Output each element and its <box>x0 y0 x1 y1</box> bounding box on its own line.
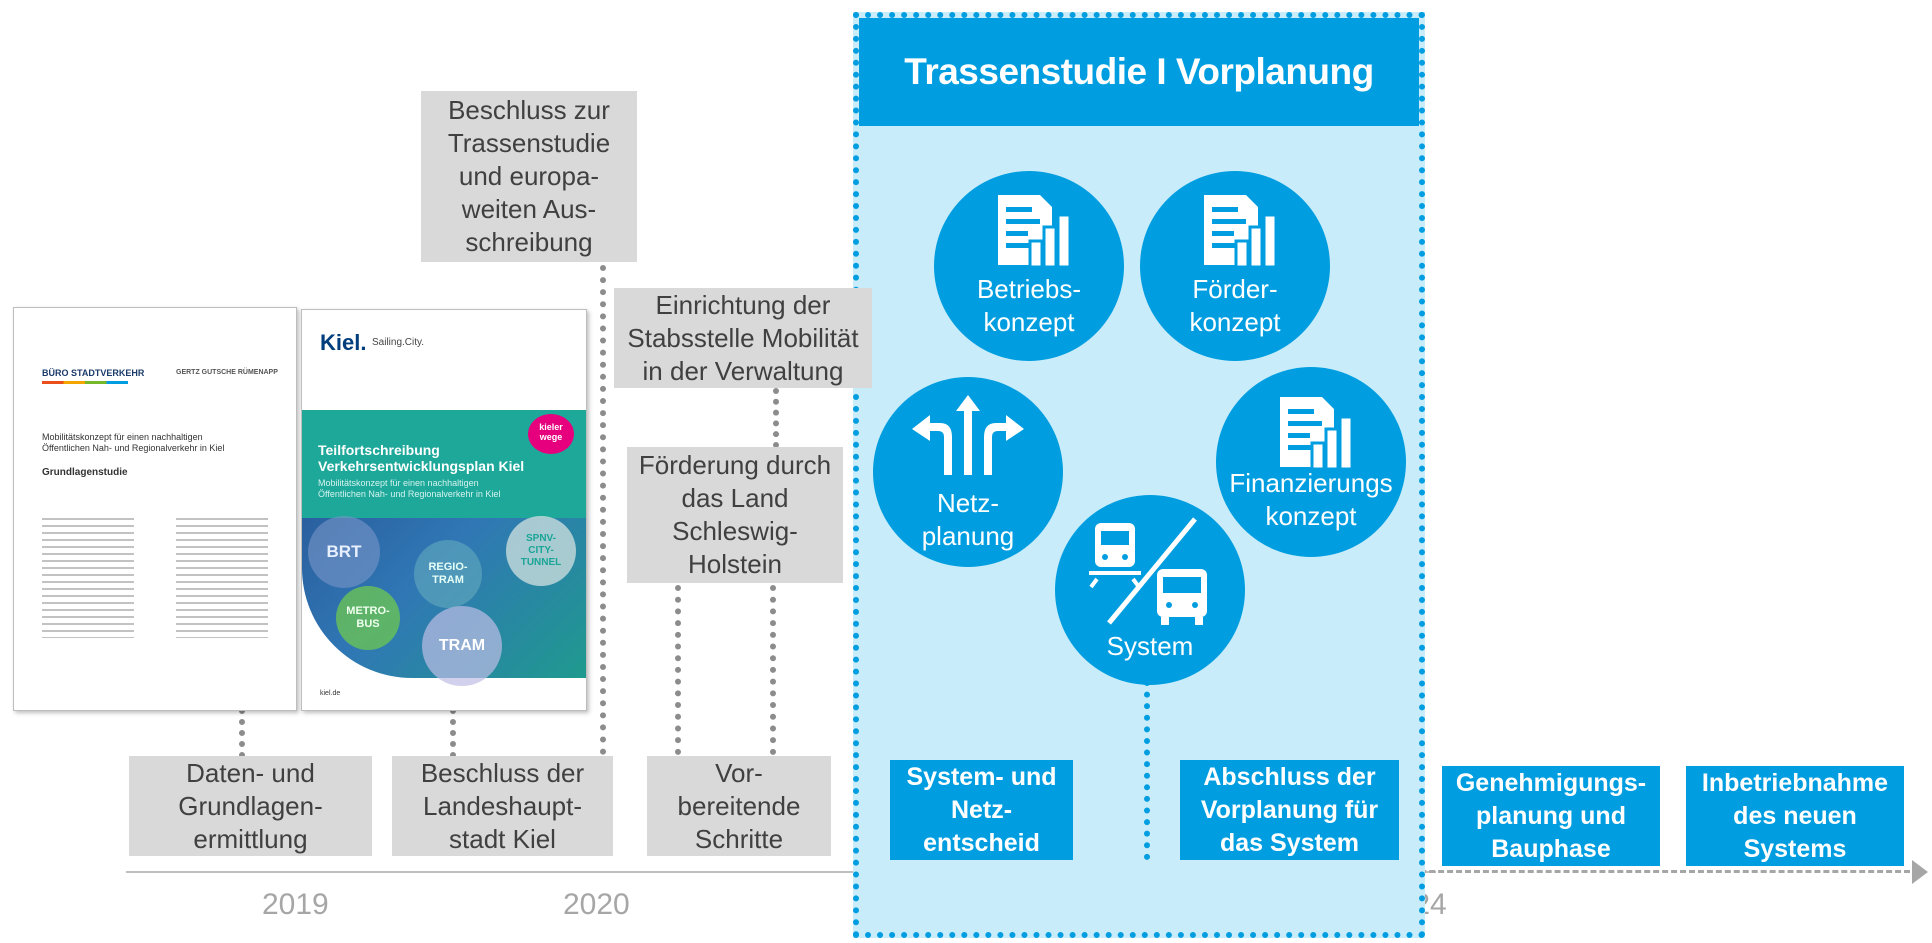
timeline-axis-dashed <box>1250 870 1910 873</box>
doc1-logo-right: GERTZ GUTSCHE RÜMENAPP <box>176 369 278 376</box>
milestone-inbetriebnahme: Inbetriebnahme des neuen Systems <box>1686 766 1904 866</box>
document-chart-icon <box>1280 397 1354 469</box>
connector-line <box>450 708 456 758</box>
connector-line <box>770 585 776 755</box>
milestone-genehmigungsplanung: Genehmigungs- planung und Bauphase <box>1442 766 1660 866</box>
document-grundlagenstudie: BÜRO STADTVERKEHR GERTZ GUTSCHE RÜMENAPP… <box>13 307 297 711</box>
document-teilfortschreibung: Kiel. Sailing.City. kieler wege Teilfort… <box>301 309 587 711</box>
year-2019: 2019 <box>262 888 329 921</box>
connector-line <box>239 708 245 758</box>
doc1-logo-stripe <box>42 381 128 384</box>
note-foerderung: Förderung durch das Land Schleswig- Hols… <box>627 447 843 583</box>
milestone-daten-grundlagen: Daten- und Grundlagen- ermittlung <box>129 756 372 856</box>
doc2-bubble-metrobus: METRO- BUS <box>336 586 400 650</box>
circle-betriebskonzept: Betriebs- konzept <box>934 171 1124 361</box>
panel-header: Trassenstudie I Vorplanung <box>859 18 1419 126</box>
note-stabsstelle: Einrichtung der Stabsstelle Mobilität in… <box>614 288 872 388</box>
timeline-arrow-icon <box>1912 860 1928 884</box>
doc1-contact-lines <box>176 518 268 638</box>
route-arrows-icon <box>912 395 1024 475</box>
doc1-subtitle: Mobilitätskonzept für einen nachhaltigen… <box>42 432 225 453</box>
doc2-bubble-spnv: SPNV- CITY- TUNNEL <box>506 516 576 586</box>
circle-label: System <box>1106 631 1194 661</box>
doc1-address-lines <box>42 518 134 638</box>
doc2-title: Teilfortschreibung Verkehrsentwicklungsp… <box>318 442 525 474</box>
note-beschluss-trassenstudie: Beschluss zur Trassenstudie und europa- … <box>421 91 637 262</box>
doc2-bubble-tram: TRAM <box>422 606 502 686</box>
circle-label: Finanzierungs konzept <box>1229 468 1393 531</box>
milestone-abschluss-vorplanung: Abschluss der Vorplanung für das System <box>1180 760 1399 860</box>
panel-title: Trassenstudie I Vorplanung <box>904 51 1374 92</box>
doc2-footer: kiel.de <box>320 690 341 697</box>
doc1-title: Grundlagenstudie <box>42 467 128 478</box>
connector-line <box>773 388 779 448</box>
milestone-vorbereitende-schritte: Vor- bereitende Schritte <box>647 756 831 856</box>
connector-line <box>600 265 606 755</box>
circle-label: Förder- konzept <box>1189 274 1281 337</box>
year-2020: 2020 <box>563 888 630 921</box>
doc2-badge: kieler wege <box>528 414 574 454</box>
milestone-beschluss-kiel: Beschluss der Landeshaupt- stadt Kiel <box>392 756 613 856</box>
doc1-logo-left: BÜRO STADTVERKEHR <box>42 368 145 378</box>
circle-finanzierungskonzept: Finanzierungs konzept <box>1216 367 1406 557</box>
circle-system: System <box>1055 495 1245 685</box>
circle-netzplanung: Netz- planung <box>873 377 1063 567</box>
tram-bus-icon <box>1089 517 1207 625</box>
document-chart-icon <box>998 195 1072 267</box>
timeline-axis <box>126 871 1436 873</box>
connector-line <box>675 585 681 755</box>
doc2-brand: Kiel. <box>320 330 367 355</box>
circle-foerderkonzept: Förder- konzept <box>1140 171 1330 361</box>
circle-label: Netz- planung <box>921 488 1015 551</box>
circle-label: Betriebs- konzept <box>976 274 1082 337</box>
doc2-bubble-regiotram: REGIO- TRAM <box>414 540 482 608</box>
doc2-subtitle: Mobilitätskonzept für einen nachhaltigen… <box>318 478 501 499</box>
milestone-system-netzentscheid: System- und Netz- entscheid <box>890 760 1073 860</box>
connector-line <box>1144 680 1150 860</box>
doc2-brand-sub: Sailing.City. <box>372 337 425 348</box>
doc2-bubble-brt: BRT <box>308 516 380 588</box>
document-chart-icon <box>1204 195 1278 267</box>
